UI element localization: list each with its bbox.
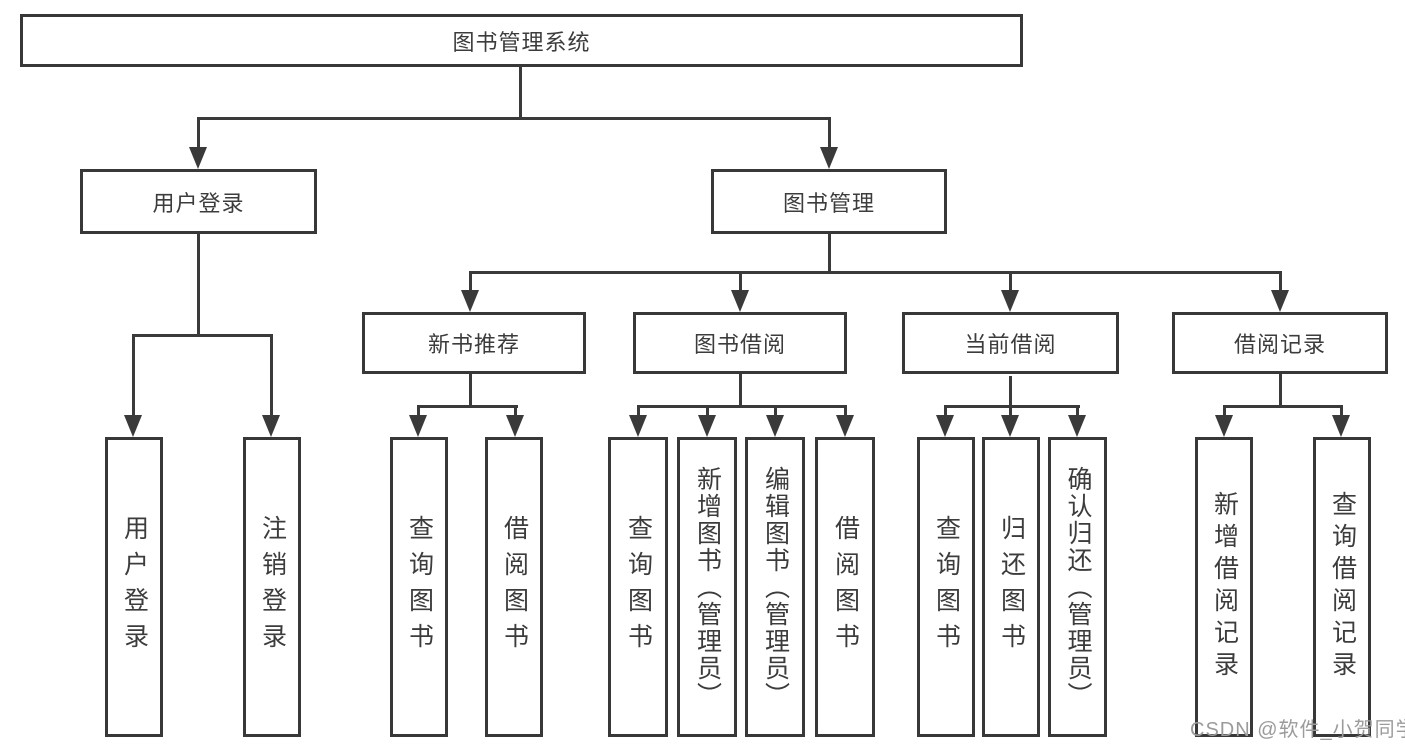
- node-label: 归还图书: [997, 515, 1026, 659]
- node-label: 当前借阅: [964, 332, 1057, 357]
- connector-root-trunk: [519, 67, 522, 118]
- arrowhead-leaf: [836, 415, 854, 437]
- node-label: 借阅图书: [500, 515, 529, 659]
- connector-leaf: [706, 405, 709, 417]
- leaf-user-login: 用户登录: [105, 437, 163, 737]
- connector-leaf: [417, 405, 420, 417]
- connector-book-borrow-trunk: [739, 374, 742, 408]
- arrowhead-leaf: [506, 415, 524, 437]
- leaf-query-books-current: 查询图书: [917, 437, 975, 737]
- connector-leaf: [844, 405, 847, 417]
- connector-to-current-borrow: [1009, 271, 1012, 291]
- connector-leaf: [1223, 405, 1226, 417]
- node-label: 借阅记录: [1233, 332, 1326, 357]
- connector-leaf: [944, 405, 947, 417]
- connector-user-login-trunk: [197, 234, 200, 335]
- arrowhead-leaf-login: [124, 415, 142, 437]
- arrowhead-leaf: [936, 415, 954, 437]
- leaf-logout: 注销登录: [243, 437, 301, 737]
- connector-new-book-branch: [417, 405, 518, 408]
- arrowhead-borrow-records: [1271, 290, 1289, 312]
- arrowhead-leaf: [409, 415, 427, 437]
- node-user-login: 用户登录: [80, 169, 317, 234]
- arrowhead-leaf: [766, 415, 784, 437]
- node-label: 图书管理系统: [452, 29, 591, 55]
- node-label: 用户登录: [120, 515, 149, 659]
- node-book-borrowing: 图书借阅: [633, 312, 847, 374]
- connector-user-login-branch: [132, 334, 273, 337]
- arrowhead-book-mgmt: [820, 147, 838, 169]
- connector-l3-branch: [469, 271, 1282, 274]
- node-label: 新增图书（管理员）: [693, 465, 722, 709]
- connector-current-borrow-branch: [944, 405, 1080, 408]
- connector-current-borrow-trunk: [1009, 376, 1012, 408]
- connector-leaf: [514, 405, 517, 417]
- node-label: 用户登录: [152, 190, 245, 216]
- node-label: 注销登录: [258, 515, 287, 659]
- arrowhead-current-borrow: [1001, 290, 1019, 312]
- arrowhead-leaf: [1068, 415, 1086, 437]
- leaf-borrow-books-recommend: 借阅图书: [485, 437, 543, 737]
- node-label: 查询图书: [932, 515, 961, 659]
- arrowhead-leaf-logout: [262, 415, 280, 437]
- connector-leaf: [1340, 405, 1343, 417]
- leaf-query-books-recommend: 查询图书: [390, 437, 448, 737]
- node-borrowing-records: 借阅记录: [1172, 312, 1388, 374]
- arrowhead-user-login: [189, 147, 207, 169]
- arrowhead-book-borrow: [731, 290, 749, 312]
- leaf-return-book: 归还图书: [982, 437, 1040, 737]
- node-label: 借阅图书: [831, 515, 860, 659]
- connector-new-book-trunk: [469, 374, 472, 408]
- node-label: 新书推荐: [427, 332, 520, 357]
- connector-leaf: [1009, 405, 1012, 417]
- arrowhead-leaf: [698, 415, 716, 437]
- arrowhead-leaf: [1001, 415, 1019, 437]
- leaf-edit-book-admin: 编辑图书（管理员）: [745, 437, 805, 737]
- csdn-watermark: CSDN @软件_小贺同学: [1190, 719, 1405, 741]
- connector-to-leaf-logout: [270, 334, 273, 416]
- arrowhead-leaf: [1332, 415, 1350, 437]
- leaf-confirm-return-admin: 确认归还（管理员）: [1048, 437, 1107, 737]
- leaf-query-books-borrowing: 查询图书: [608, 437, 668, 737]
- connector-to-user-login: [197, 117, 200, 148]
- arrowhead-leaf: [1215, 415, 1233, 437]
- arrowhead-new-book: [461, 290, 479, 312]
- leaf-borrow-books-borrowing: 借阅图书: [815, 437, 875, 737]
- node-book-management: 图书管理: [711, 169, 947, 234]
- arrowhead-leaf: [629, 415, 647, 437]
- node-label: 查询图书: [405, 515, 434, 659]
- connector-to-leaf-login: [132, 334, 135, 416]
- connector-leaf: [774, 405, 777, 417]
- connector-to-book-mgmt: [828, 117, 831, 148]
- node-label: 查询图书: [624, 515, 653, 659]
- leaf-query-borrow-record: 查询借阅记录: [1313, 437, 1371, 737]
- leaf-add-book-admin: 新增图书（管理员）: [677, 437, 737, 737]
- connector-to-new-book: [469, 271, 472, 291]
- node-library-system: 图书管理系统: [20, 14, 1023, 67]
- node-new-book-recommend: 新书推荐: [362, 312, 586, 374]
- node-label: 编辑图书（管理员）: [761, 465, 790, 709]
- connector-book-mgmt-trunk: [828, 234, 831, 272]
- node-label: 图书借阅: [693, 332, 786, 357]
- connector-leaf: [1076, 405, 1079, 417]
- node-label: 新增借阅记录: [1210, 491, 1239, 683]
- connector-book-borrow-branch: [637, 405, 846, 408]
- connector-to-book-borrow: [739, 271, 742, 291]
- node-label: 查询借阅记录: [1328, 491, 1357, 683]
- connector-borrow-records-trunk: [1279, 374, 1282, 408]
- node-label: 图书管理: [782, 190, 875, 216]
- connector-l2-branch: [197, 117, 831, 120]
- connector-leaf: [637, 405, 640, 417]
- node-label: 确认归还（管理员）: [1064, 465, 1092, 709]
- connector-to-borrow-records: [1279, 271, 1282, 291]
- leaf-add-borrow-record: 新增借阅记录: [1195, 437, 1253, 737]
- connector-borrow-records-branch: [1223, 405, 1342, 408]
- node-current-borrowing: 当前借阅: [902, 312, 1119, 374]
